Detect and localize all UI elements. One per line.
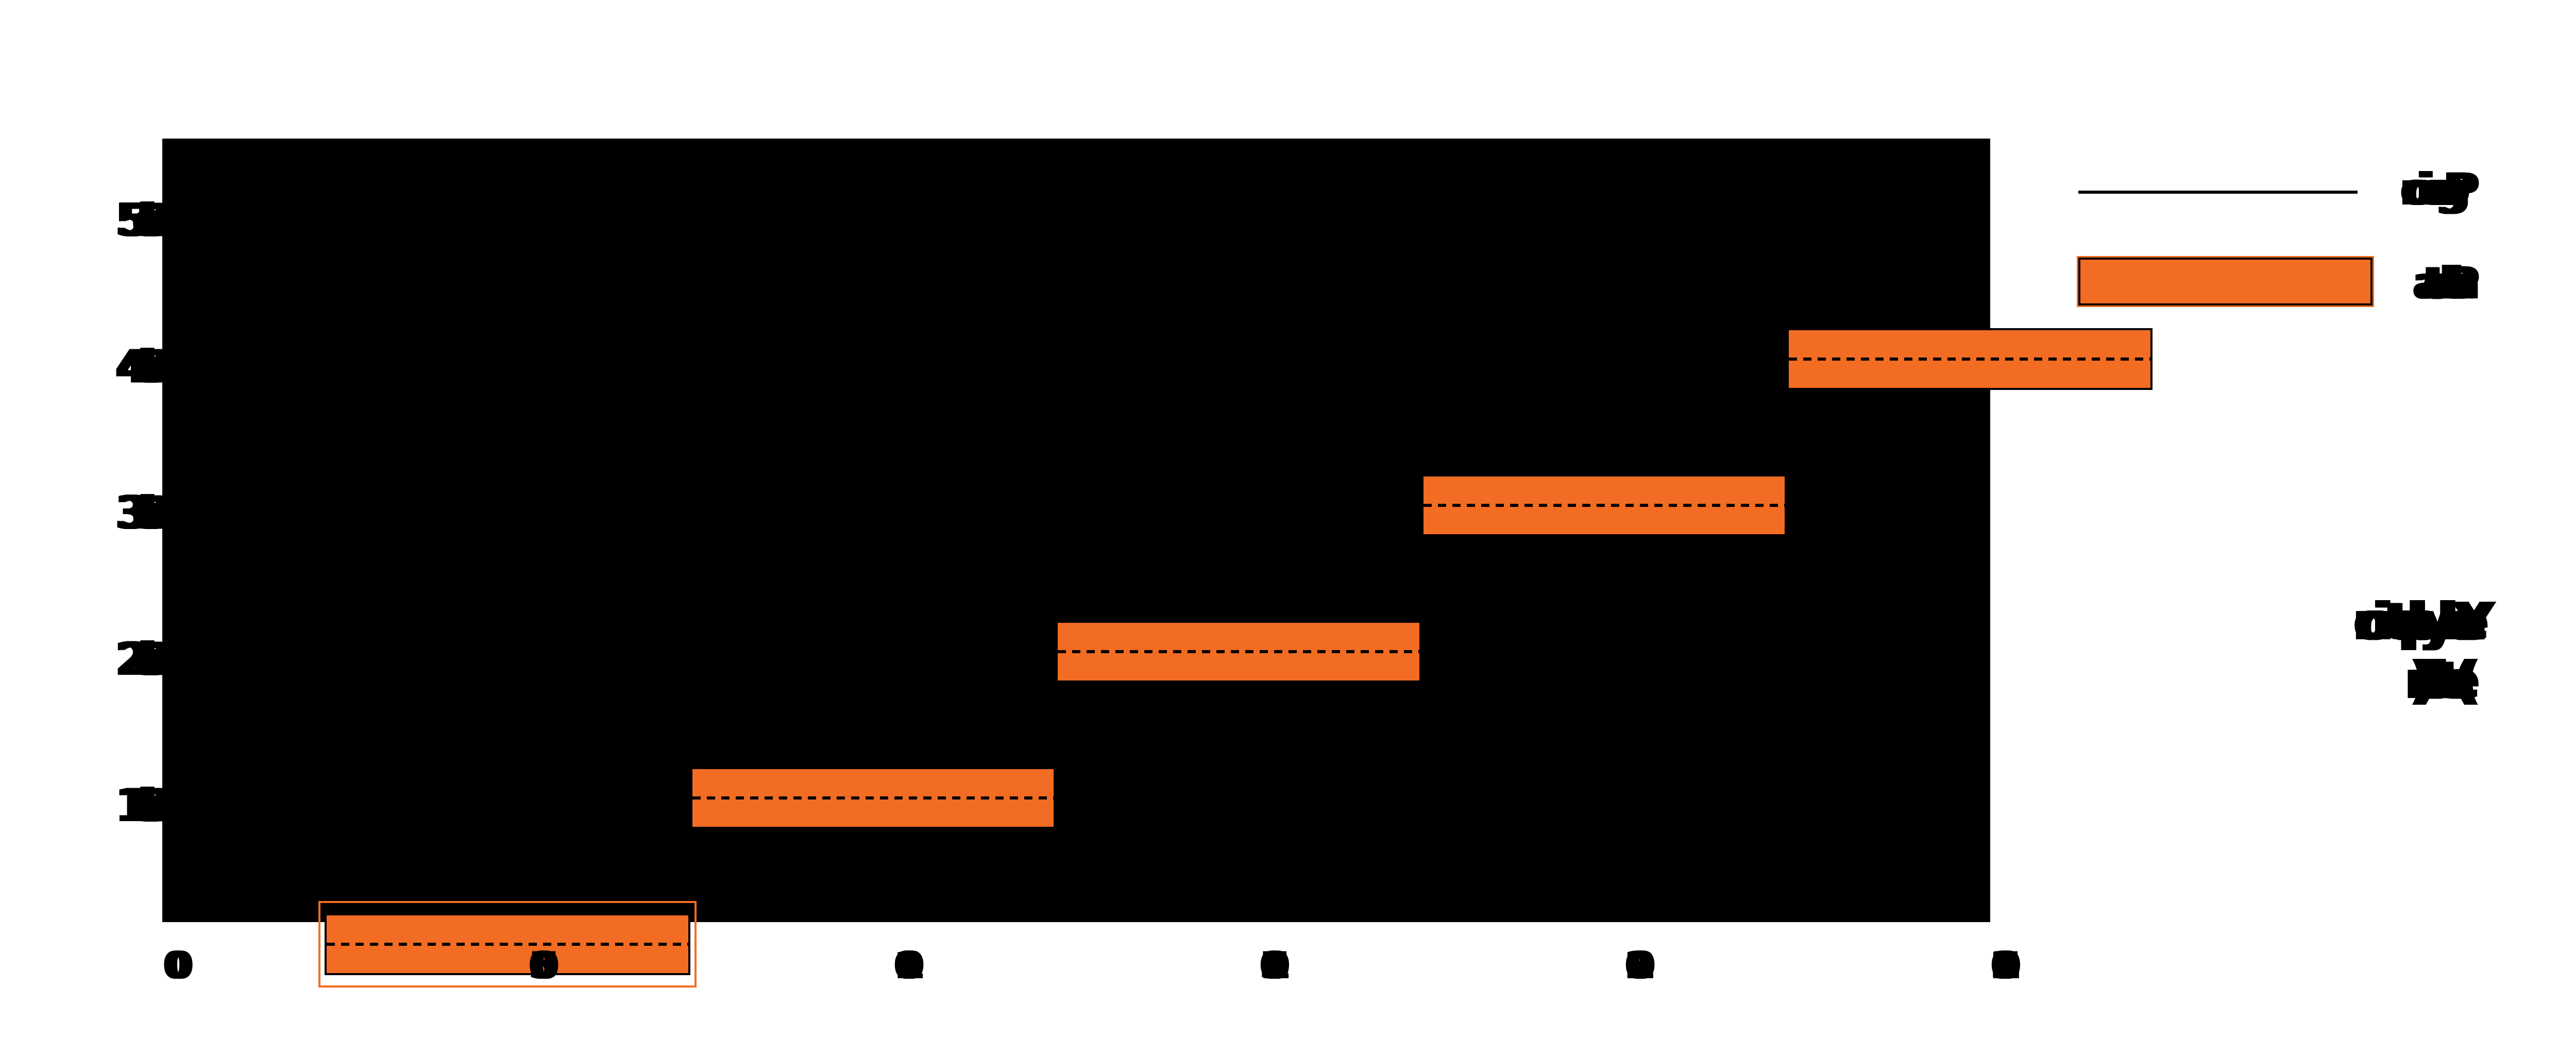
y-axis-label-phase-1: Phase 1 — [0, 775, 167, 837]
progression-dash-line — [327, 943, 688, 946]
bar-phase-4 — [1421, 474, 1787, 536]
progression-dash-line — [1423, 504, 1785, 507]
bar-phase-1 — [325, 913, 690, 975]
x-tick-label-150: 150 — [1197, 944, 1321, 987]
y-axis-label-phase-3: Phase 3 — [0, 482, 167, 544]
highlight-outline-phase-1 — [318, 901, 697, 988]
y-axis-label-phase-5: Phase 5 — [0, 190, 167, 251]
legend-patch-swatch — [2077, 256, 2374, 307]
plot-area — [162, 139, 2153, 988]
chart-title-line2: (estimated) — [2154, 651, 2576, 710]
y-axis-label-phase-4: Phase 4 — [0, 336, 167, 398]
y-axis-label-phase-2: Phase 2 — [0, 628, 167, 690]
bar-phase-2 — [690, 767, 1056, 829]
bar-phase-5 — [1787, 328, 2153, 390]
x-tick-label-0: 0 — [100, 944, 224, 987]
x-tick-label-100: 100 — [832, 944, 955, 987]
progression-dash-line — [1789, 358, 2150, 361]
progression-dash-line — [1058, 650, 1419, 653]
progression-dash-line — [692, 796, 1054, 799]
chart-title-line1: Yearly production — [2154, 592, 2576, 651]
chart-title: Yearly production (estimated) — [2154, 592, 2576, 710]
x-tick-label-50: 50 — [466, 944, 590, 987]
legend-line-swatch — [2078, 191, 2358, 194]
x-tick-label-250: 250 — [1928, 944, 2052, 987]
x-tick-label-200: 200 — [1563, 944, 1686, 987]
bar-phase-3 — [1056, 621, 1421, 683]
